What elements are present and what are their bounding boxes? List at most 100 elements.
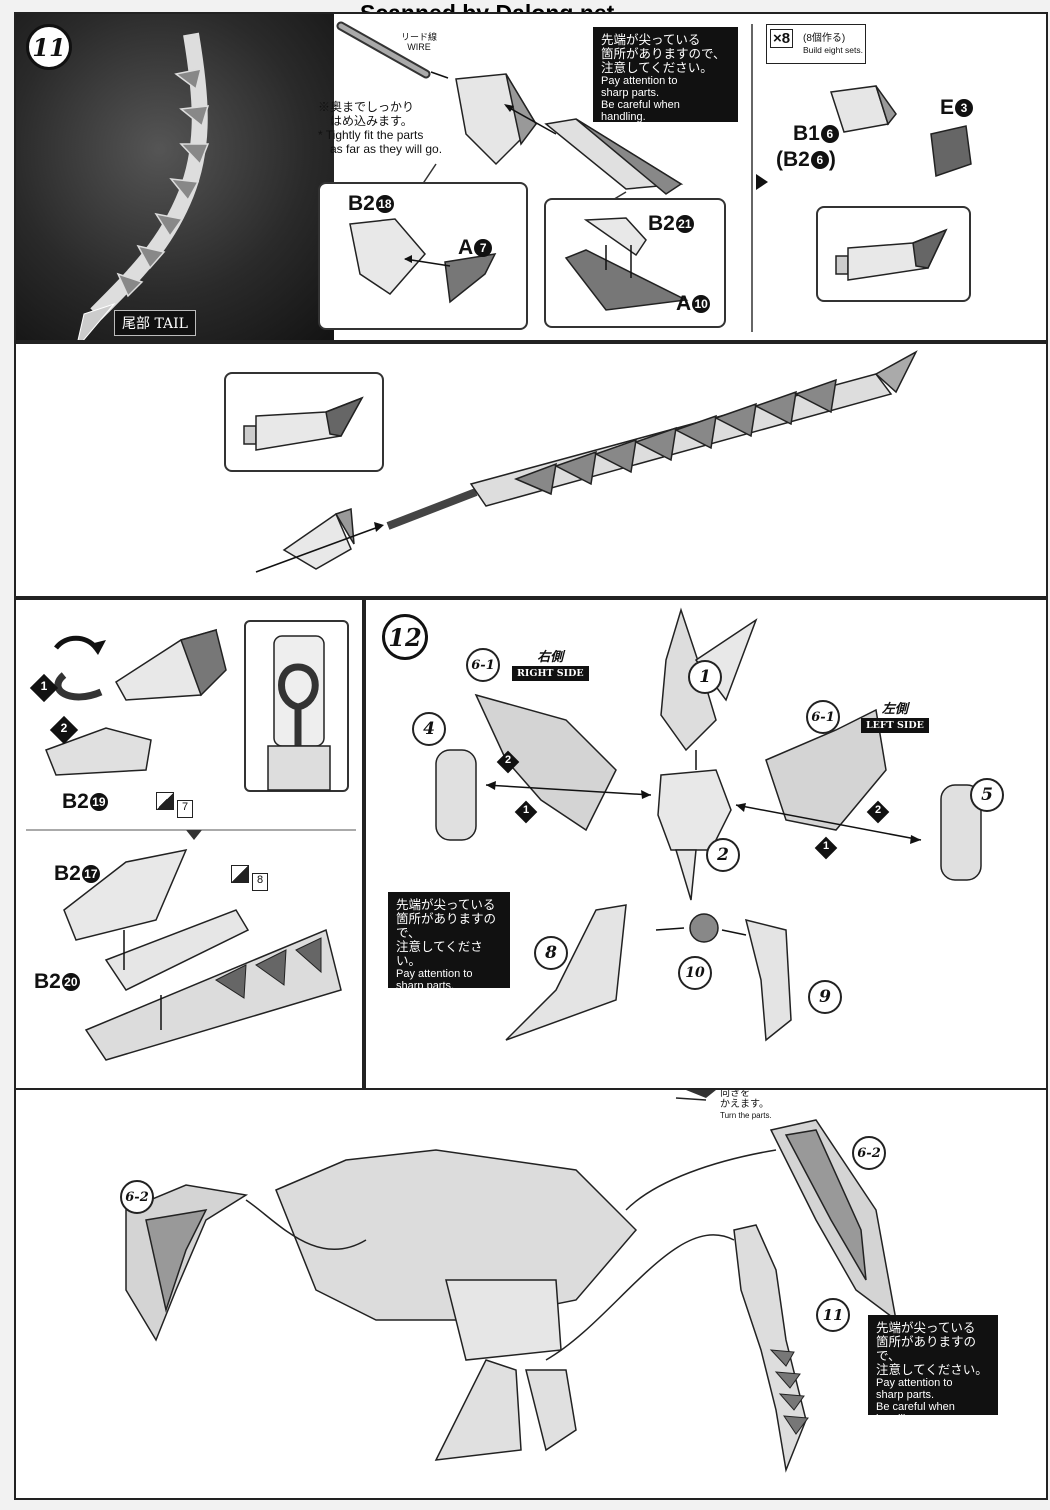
tail-segment-detail-drawing <box>243 396 364 451</box>
b2-6-text: (B2 <box>776 148 810 171</box>
part-label-6-1b: 6-1 <box>806 700 840 734</box>
b2-20-text: B2 <box>34 970 61 993</box>
tail-photo-drawing <box>77 32 210 340</box>
a10-num: 10 <box>692 295 711 314</box>
warn12-jp-2: 箇所がありますので、 <box>396 912 497 940</box>
arrow-step-a1-text: 1 <box>522 804 530 816</box>
tail-segment-detail <box>224 372 384 472</box>
part-label-1: 1 <box>688 660 722 694</box>
arrow-step-b2-text: 2 <box>874 804 882 816</box>
part-label-11: 11 <box>816 1298 850 1332</box>
warn12-en-2: sharp parts. <box>396 980 455 992</box>
b2-6-num: 6 <box>810 151 829 170</box>
assembled-segment-drawing <box>835 228 948 281</box>
b2-6-close: ) <box>828 148 836 171</box>
turn-jp-1: 向きを <box>720 1088 750 1099</box>
left-side-label: 左側 LEFT SIDE <box>861 698 929 733</box>
tail-label-en: TAIL <box>154 316 188 332</box>
warn-jp-1: 先端が尖っている <box>601 33 701 47</box>
e3-text: E <box>940 96 955 119</box>
step-12-panel: 12 1 <box>364 598 1048 1090</box>
wire-label-en: WIRE <box>407 42 431 52</box>
tail-label-jp: 尾部 <box>122 316 150 332</box>
warnf-en-3: Be careful when <box>876 1401 955 1413</box>
sticker-7: 7 <box>156 792 194 818</box>
b2-18-text: B2 <box>348 192 375 215</box>
tail-full-drawing <box>255 350 918 573</box>
b2-21-num: 21 <box>675 215 694 234</box>
a7-text: A <box>458 236 474 259</box>
final-assembly-drawing <box>125 1090 898 1473</box>
fit-note-jp-2: はめ込みます。 <box>330 114 413 128</box>
tail-photo <box>16 14 334 340</box>
sticker-8-text: 8 <box>252 873 269 891</box>
tail-label: 尾部 TAIL <box>114 310 196 336</box>
step-1-label: 1 <box>40 679 48 693</box>
warn-en-3: Be careful when <box>601 99 680 111</box>
warn12-en-3: Be careful when <box>396 992 475 1004</box>
part-label-9: 9 <box>808 980 842 1014</box>
step-number-12: 12 <box>382 614 428 660</box>
part-label-4: 4 <box>412 712 446 746</box>
turn-parts-note: 向きを かえます。 Turn the parts. <box>720 1088 772 1121</box>
turn-en: Turn the parts. <box>720 1111 772 1120</box>
warn12-en-4: handling. <box>396 1004 441 1016</box>
b2-18-drawing <box>349 218 497 304</box>
warnf-jp-1: 先端が尖っている <box>876 1321 976 1335</box>
arrow-step-a2-text: 2 <box>504 754 512 766</box>
wire-loop-drawing <box>267 635 331 791</box>
warnf-en-2: sharp parts. <box>876 1389 935 1401</box>
final-assembly-panel: 6-2 6-2 11 向きを かえます。 Turn the parts. 先端が… <box>14 1088 1048 1500</box>
b2-19-num: 19 <box>89 793 108 812</box>
multiplier-en: Build eight sets. <box>803 45 864 55</box>
turn-jp-2: かえます。 <box>720 1099 769 1110</box>
wire-loop-detail <box>244 620 349 792</box>
warn-en-2: sharp parts. <box>601 87 660 99</box>
warn-en-1: Pay attention to <box>601 75 678 87</box>
fit-note: ※奥までしっかり はめ込みます。 * Tightly fit the parts… <box>318 100 442 156</box>
fit-note-jp-1: ※奥までしっかり <box>318 100 415 114</box>
tail-full-panel <box>14 342 1048 598</box>
part-label-10: 10 <box>678 956 712 990</box>
warnf-en-1: Pay attention to <box>876 1377 953 1389</box>
warnf-jp-3: 注意してください。 <box>876 1363 988 1377</box>
fit-note-en-2: as far as they will go. <box>330 142 443 156</box>
right-side-en: RIGHT SIDE <box>512 666 589 681</box>
part-label-8: 8 <box>534 936 568 970</box>
sharp-warning-11: 先端が尖っている 箇所がありますので、 注意してください。 Pay attent… <box>593 27 738 123</box>
b2-19-text: B2 <box>62 790 89 813</box>
multiplier-value: ×8 <box>770 29 794 48</box>
part-label-6-1a: 6-1 <box>466 648 500 682</box>
b1-6-num: 6 <box>820 125 839 144</box>
wire-label: リード線 WIRE <box>401 32 437 52</box>
warn12-en-1: Pay attention to <box>396 968 473 980</box>
sticker-8: 8 <box>231 865 269 891</box>
step-11-drawing <box>336 21 972 332</box>
sticker-7-text: 7 <box>177 800 194 818</box>
step-number-11: 11 <box>26 24 72 70</box>
b2-17-num: 17 <box>81 865 100 884</box>
warn-jp-3: 注意してください。 <box>601 61 713 75</box>
wire-label-jp: リード線 <box>401 32 438 42</box>
sharp-warning-final: 先端が尖っている 箇所がありますので、 注意してください。 Pay attent… <box>868 1315 998 1425</box>
part-label-2: 2 <box>706 838 740 872</box>
b2-17-text: B2 <box>54 862 81 885</box>
warnf-en-4: handling. <box>876 1413 921 1425</box>
left-side-jp: 左側 <box>881 702 908 717</box>
b2-18-num: 18 <box>375 195 394 214</box>
e3-num: 3 <box>955 99 974 118</box>
arrow-step-b1-text: 1 <box>822 840 830 852</box>
multiplier-badge: ×8 (8個作る) Build eight sets. <box>766 24 866 64</box>
left-side-en: LEFT SIDE <box>861 718 929 733</box>
